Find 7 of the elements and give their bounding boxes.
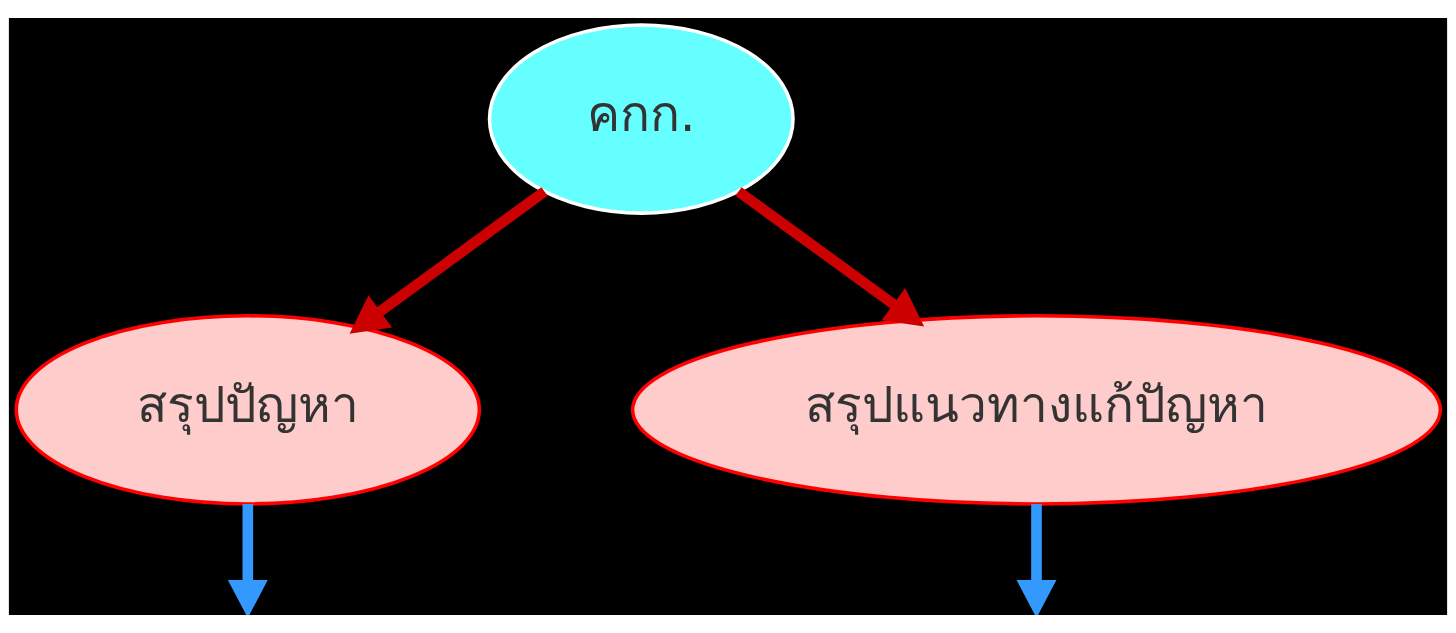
arrow xyxy=(227,504,268,615)
arrow xyxy=(349,187,548,334)
node-ellipse: สรุปปัญหา xyxy=(14,314,482,506)
node-ellipse: สรุปแนวทางแก้ปัญหา xyxy=(630,314,1443,506)
arrow xyxy=(1016,504,1057,615)
node-ellipse: คกก. xyxy=(487,23,795,215)
arrow xyxy=(735,187,925,327)
